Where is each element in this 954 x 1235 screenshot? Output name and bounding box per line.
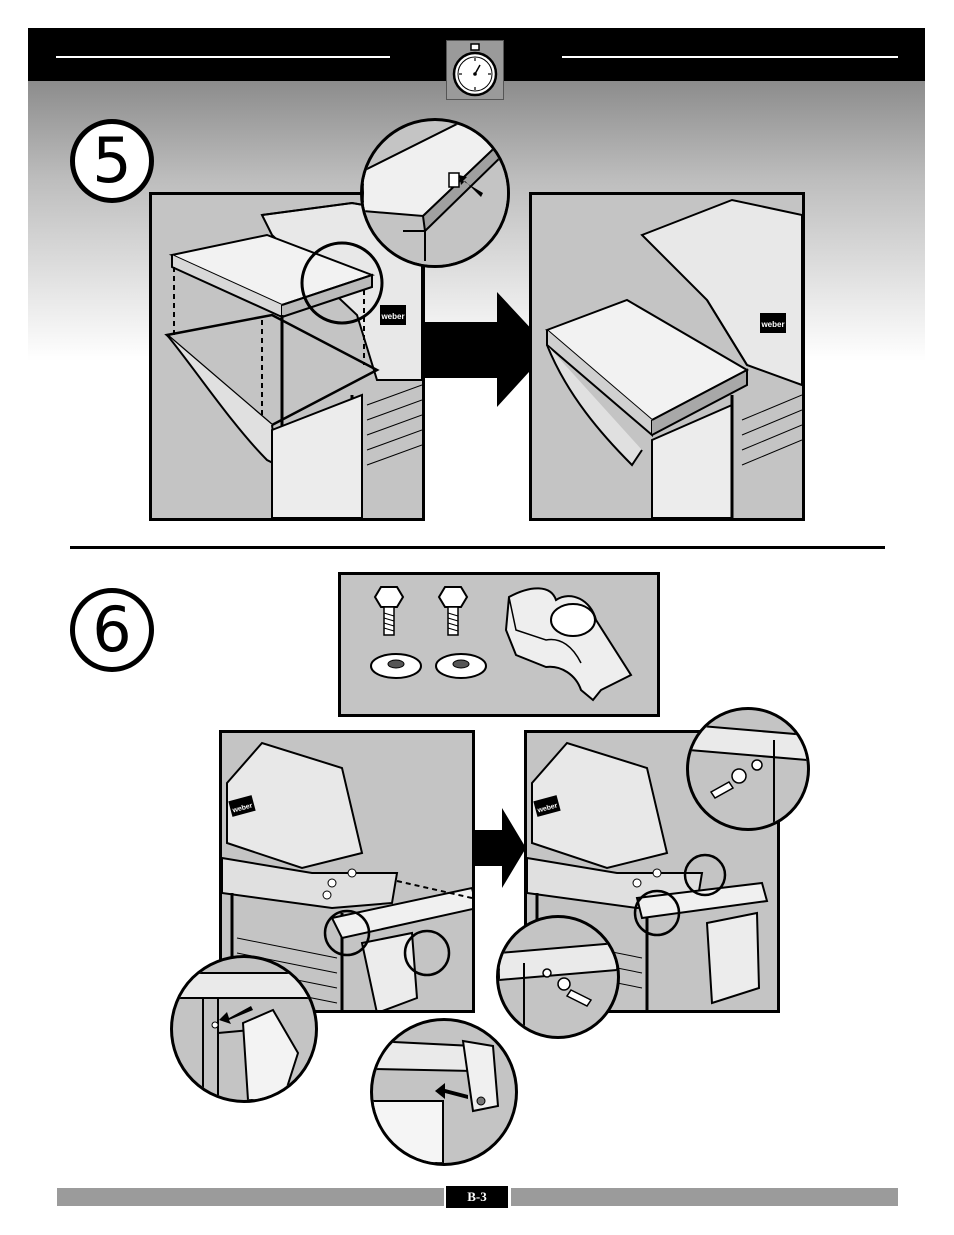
step6-left-detail-callout	[170, 955, 318, 1103]
footer-bar-left	[57, 1188, 444, 1206]
washer-icon	[371, 654, 421, 678]
svg-text:weber: weber	[760, 320, 784, 329]
section-divider	[70, 546, 885, 549]
step-number-5: 5	[70, 119, 154, 203]
pointer-arrow-icon	[435, 1083, 468, 1099]
footer-bar-right	[511, 1188, 898, 1206]
page-number: B-3	[446, 1186, 508, 1208]
step5-detail-callout	[360, 118, 510, 268]
header-rule-right	[562, 56, 898, 58]
step-number-6: 6	[70, 588, 154, 672]
right-arrow-icon	[474, 808, 526, 888]
step6-top-right-detail-callout	[686, 707, 810, 831]
step6-bottom-detail-callout	[370, 1018, 518, 1166]
bracket-icon	[506, 588, 631, 700]
stopwatch-icon	[446, 40, 504, 100]
hex-bolt-icon	[375, 587, 403, 635]
hardware-parts-panel	[338, 572, 660, 717]
header-rule-left	[56, 56, 390, 58]
svg-text:weber: weber	[380, 312, 404, 321]
step5-after-panel: weber	[529, 192, 805, 521]
step6-bottom-right-detail-callout	[496, 915, 620, 1039]
washer-icon	[436, 654, 486, 678]
hex-bolt-icon	[439, 587, 467, 635]
